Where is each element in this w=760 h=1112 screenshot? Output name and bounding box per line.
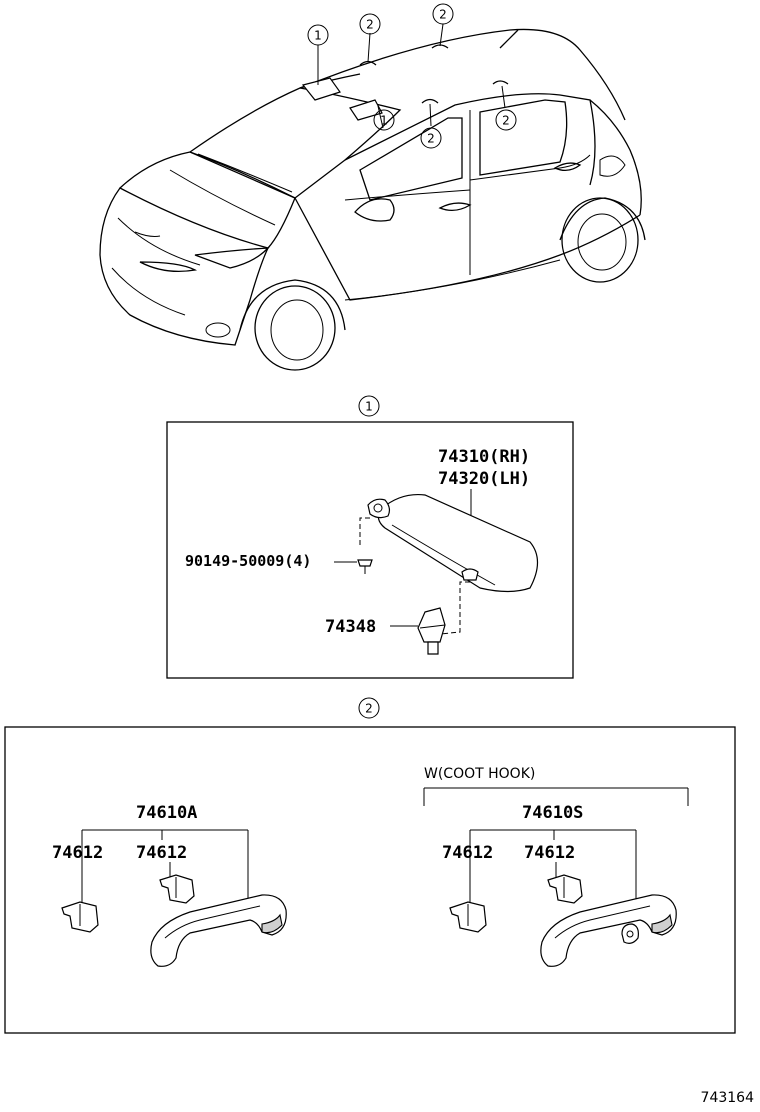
grip-hook-cover-left-part-number: 74612 bbox=[442, 843, 493, 863]
svg-text:1: 1 bbox=[380, 114, 388, 128]
grip-hook-cover-right-illustration bbox=[547, 874, 583, 904]
grip-hook-illustration bbox=[540, 894, 677, 967]
assist-grip-box bbox=[4, 726, 736, 1034]
screw-part-number: 90149-50009(4) bbox=[185, 552, 311, 570]
svg-text:2: 2 bbox=[366, 18, 374, 32]
svg-text:2: 2 bbox=[427, 132, 435, 146]
car-callout-2-b: 2 bbox=[432, 3, 454, 25]
grip-std-cover-right-part-number: 74612 bbox=[136, 843, 187, 863]
grip-hook-part-number: 74610S bbox=[522, 803, 583, 823]
visor-rh-part-number: 74310(RH) bbox=[438, 447, 530, 467]
svg-text:2: 2 bbox=[439, 8, 447, 22]
grip-std-cover-left-illustration bbox=[61, 901, 99, 933]
svg-text:2: 2 bbox=[502, 114, 510, 128]
svg-text:1: 1 bbox=[314, 29, 322, 43]
coat-hook-note: W(COOT HOOK) bbox=[424, 766, 535, 782]
svg-text:1: 1 bbox=[365, 400, 373, 414]
screw-illustration bbox=[357, 559, 373, 574]
svg-text:2: 2 bbox=[365, 702, 373, 716]
car-illustration: 1 1 2 2 2 2 bbox=[99, 3, 646, 371]
grip-std-part-number: 74610A bbox=[136, 803, 197, 823]
car-callout-2-d: 2 bbox=[495, 109, 517, 131]
car-callout-1-b: 1 bbox=[373, 109, 395, 131]
grip-hook-cover-left-illustration bbox=[449, 901, 487, 933]
car-callout-2-a: 2 bbox=[359, 13, 381, 35]
holder-part-number: 74348 bbox=[325, 617, 376, 637]
grip-std-cover-right-illustration bbox=[159, 874, 195, 904]
visor-lh-part-number: 74320(LH) bbox=[438, 469, 530, 489]
assist-grip-section-marker: 2 bbox=[358, 697, 380, 719]
grip-std-cover-left-part-number: 74612 bbox=[52, 843, 103, 863]
car-callout-2-c: 2 bbox=[420, 127, 442, 149]
grip-hook-cover-right-part-number: 74612 bbox=[524, 843, 575, 863]
car-callout-1-a: 1 bbox=[307, 24, 329, 46]
figure-id: 743164 bbox=[701, 1090, 755, 1106]
grip-std-illustration bbox=[150, 894, 287, 967]
visor-holder-illustration bbox=[417, 607, 446, 655]
sun-visor-illustration bbox=[367, 493, 539, 593]
sun-visor-section-marker: 1 bbox=[358, 395, 380, 417]
sun-visor-box bbox=[166, 421, 574, 679]
